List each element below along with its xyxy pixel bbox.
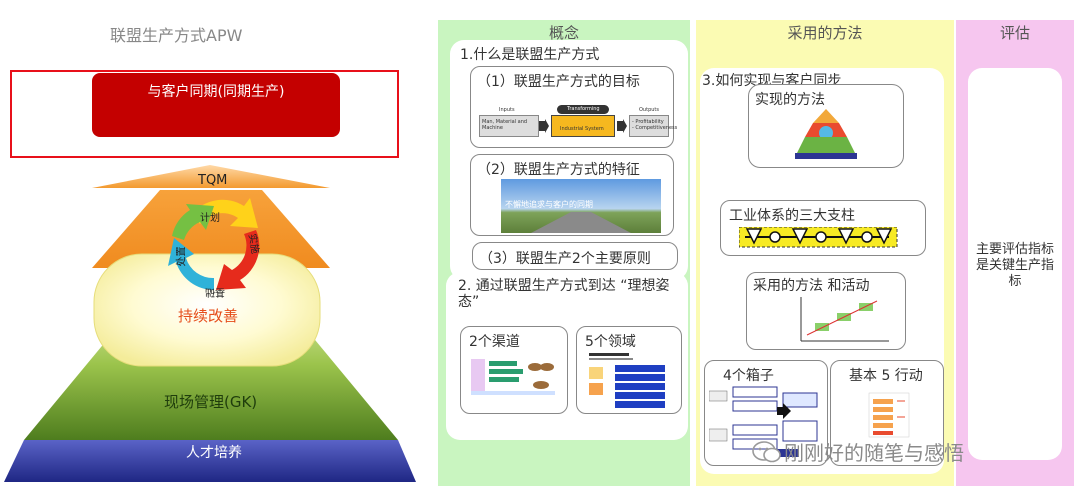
activities-title: 采用的方法 和活动	[753, 278, 870, 294]
activities-chart-thumb	[800, 297, 889, 342]
concept-panel: 概念 1.什么是联盟生产方式 （1）联盟生产方式的目标 Man, Materia…	[438, 20, 690, 486]
how-pyramid-thumb	[795, 109, 857, 159]
principle-title: （3）联盟生产2个主要原则	[479, 251, 651, 267]
feature-title: （2）联盟生产方式的特征	[477, 162, 640, 178]
sync-production-block: 与客户同期(同期生产)	[92, 73, 340, 137]
transforming-label: Transforming	[567, 106, 600, 112]
watermark-text: 刚刚好的随笔与感悟	[784, 441, 964, 465]
diagram-title: 联盟生产方式APW	[110, 26, 243, 45]
continuous-improvement-label: 持续改善	[178, 307, 239, 325]
evaluation-card: 主要评估指标是关键生产指标	[968, 68, 1062, 460]
five-actions-box[interactable]: 基本 5 行动	[830, 360, 944, 466]
tqm-label: TQM	[198, 173, 228, 188]
evaluation-text: 主要评估指标是关键生产指标	[976, 242, 1055, 289]
continuous-improvement-cloud	[93, 253, 321, 367]
channels-box[interactable]: 2个渠道	[460, 326, 568, 414]
four-boxes-title: 4个箱子	[723, 368, 774, 384]
system-box: Industrial System	[551, 115, 615, 137]
pillars-title: 工业体系的三大支柱	[729, 208, 855, 224]
inputs-box: Man, Material and Machine	[479, 115, 539, 137]
outputs-items: - Profitability - Competitiveness	[632, 119, 678, 131]
domains-diagram-thumb	[589, 353, 665, 408]
transforming-pill: Transforming	[557, 105, 609, 114]
goal-title: （1）联盟生产方式的目标	[477, 74, 640, 90]
cycle-plan-label: 计划	[200, 213, 220, 224]
question-what-is: 1.什么是联盟生产方式	[460, 47, 600, 63]
principle-box[interactable]: （3）联盟生产2个主要原则	[472, 242, 678, 270]
tqm-layer	[92, 165, 330, 188]
highlight-frame	[10, 70, 399, 158]
question-ideal-state: 2. 通过联盟生产方式到达 “理想姿态”	[458, 278, 670, 310]
wechat-icon	[752, 441, 781, 463]
concept-header: 概念	[548, 24, 579, 42]
arrow-right-icon	[539, 119, 549, 133]
evaluation-header: 评估	[999, 24, 1030, 42]
how-box[interactable]: 实现的方法	[748, 84, 904, 168]
system-label: Industrial System	[560, 126, 604, 132]
feature-caption: 不懈地追求与客户的同期	[505, 200, 593, 209]
pillars-box[interactable]: 工业体系的三大支柱	[720, 200, 926, 256]
cycle-do-label: 实施	[245, 233, 261, 255]
ideal-state-card: 2. 通过联盟生产方式到达 “理想姿态” 2个渠道 5个领域	[446, 272, 688, 440]
method-header: 采用的方法	[787, 24, 863, 42]
five-actions-title: 基本 5 行动	[849, 368, 923, 384]
feature-box[interactable]: （2）联盟生产方式的特征 不懈地追求与客户的同期	[470, 154, 674, 236]
pdca-cycle-icon	[168, 198, 260, 290]
three-pillars-icon	[739, 227, 898, 248]
talent-label: 人才培养	[186, 445, 242, 461]
how-card: 3.如何实现与客户同步 实现的方法 工业体系的三大支柱	[700, 68, 944, 474]
channels-title: 2个渠道	[469, 334, 520, 350]
goal-box[interactable]: （1）联盟生产方式的目标 Man, Material and Machine I…	[470, 66, 677, 148]
gk-label: 现场管理(GK)	[164, 393, 258, 411]
orange-layer	[92, 190, 330, 268]
four-boxes-diagram-thumb	[709, 386, 818, 457]
evaluation-panel: 评估 主要评估指标是关键生产指标	[956, 20, 1074, 486]
arrow-right-icon	[617, 119, 627, 133]
apw-pyramid	[4, 165, 416, 482]
road-photo	[501, 179, 661, 233]
channels-diagram-thumb	[471, 359, 555, 395]
activities-box[interactable]: 采用的方法 和活动	[746, 272, 906, 350]
talent-layer	[4, 440, 416, 482]
domains-title: 5个领域	[585, 334, 636, 350]
outputs-label: Outputs	[639, 107, 659, 113]
inputs-items: Man, Material and Machine	[482, 119, 528, 131]
inputs-label: Inputs	[499, 107, 515, 113]
how-title: 实现的方法	[755, 92, 825, 108]
five-actions-thumb	[868, 392, 910, 438]
cycle-check-label: 基础	[205, 286, 225, 297]
cycle-act-label: 处置	[176, 246, 188, 267]
domains-box[interactable]: 5个领域	[576, 326, 682, 414]
outputs-box: - Profitability - Competitiveness	[629, 115, 677, 137]
sync-production-label: 与客户同期(同期生产)	[147, 84, 285, 100]
what-is-card: 1.什么是联盟生产方式 （1）联盟生产方式的目标 Man, Material a…	[450, 40, 688, 280]
method-panel: 采用的方法 3.如何实现与客户同步 实现的方法 工业体系的三大支柱	[696, 20, 954, 486]
